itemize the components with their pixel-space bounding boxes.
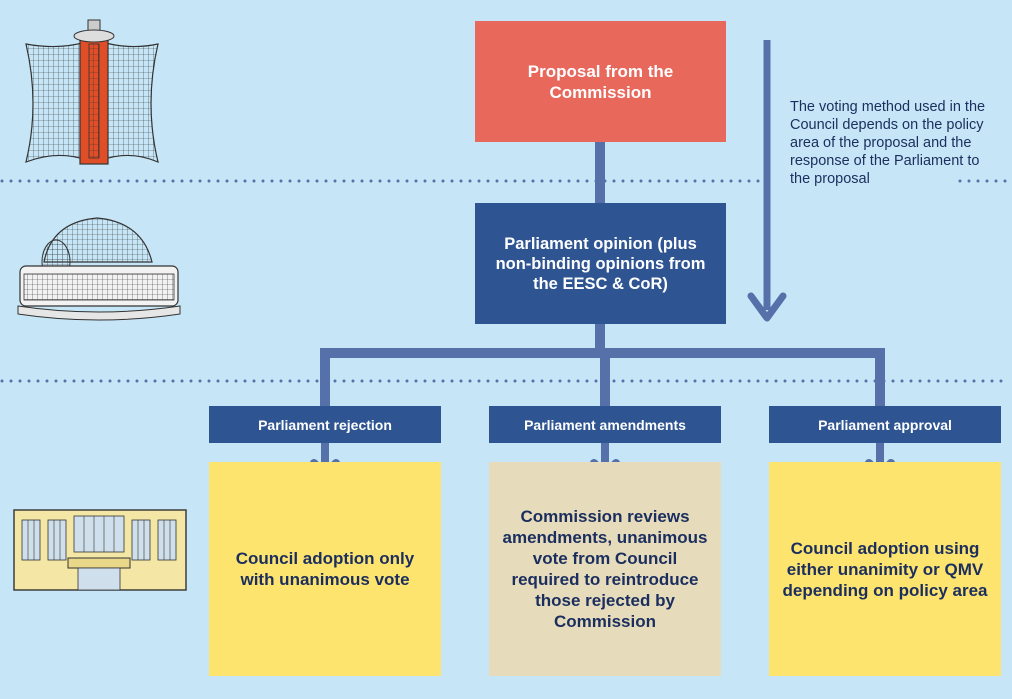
voting-method-note: The voting method used in the Council de… <box>790 99 986 187</box>
branch-label-amendments: Parliament amendments <box>489 406 721 443</box>
branch-label-rejection: Parliament rejection <box>209 406 441 443</box>
branch-label-text: Parliament approval <box>818 416 952 433</box>
branch-label-text: Parliament rejection <box>258 416 392 433</box>
outcome-text: Council adoption using either unanimity … <box>782 538 988 600</box>
council-building-icon <box>13 509 187 591</box>
branch-label-text: Parliament amendments <box>524 416 686 433</box>
outcome-text: Council adoption only with unanimous vot… <box>235 549 415 589</box>
commission-proposal-text: Proposal from the Commission <box>527 61 674 102</box>
outcome-approval-box: Council adoption using either unanimity … <box>769 462 1001 676</box>
parliament-building-icon <box>17 217 181 321</box>
outcome-amendments-box: Commission reviews amendments, unanimous… <box>489 462 721 676</box>
outcome-text: Commission reviews amendments, unanimous… <box>502 507 708 631</box>
outcome-rejection-box: Council adoption only with unanimous vot… <box>209 462 441 676</box>
parliament-opinion-box: Parliament opinion (plus non-binding opi… <box>475 203 726 324</box>
voting-arrow-head <box>747 292 787 322</box>
berlaymont-building-icon <box>25 19 159 165</box>
branch-label-approval: Parliament approval <box>769 406 1001 443</box>
parliament-opinion-text: Parliament opinion (plus non-binding opi… <box>495 234 706 293</box>
commission-proposal-box: Proposal from the Commission <box>475 21 726 142</box>
